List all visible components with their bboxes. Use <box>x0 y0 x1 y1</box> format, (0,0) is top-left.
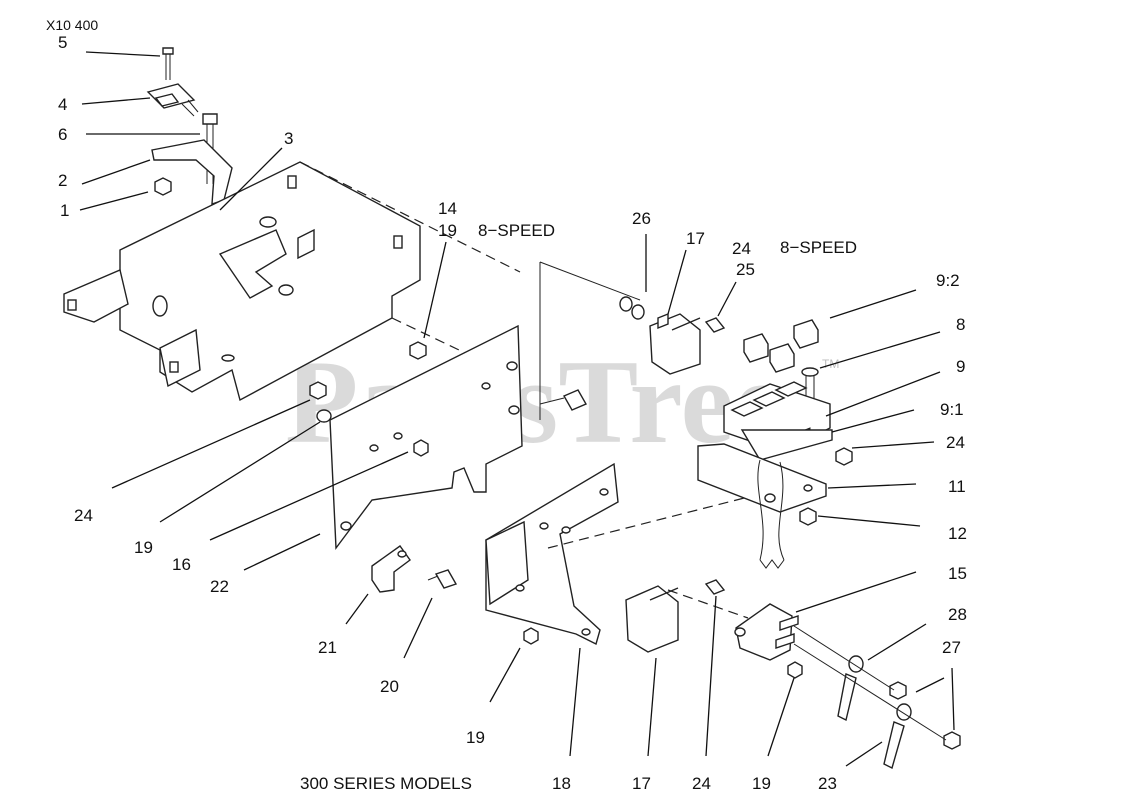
callout-5: 5 <box>58 33 67 52</box>
callout-labels: 5 4 6 3 2 1 14 19 8−SPEED 26 17 24 8−SPE… <box>58 33 967 793</box>
fuse-block <box>697 319 853 569</box>
mounting-bracket <box>309 261 641 550</box>
clamp-and-screw <box>371 545 458 593</box>
callout-20: 20 <box>380 677 399 696</box>
callout-19-top: 19 <box>438 221 457 240</box>
callout-16: 16 <box>172 555 191 574</box>
callout-28: 28 <box>948 605 967 624</box>
note-8-speed-left: 8−SPEED <box>478 221 555 240</box>
callout-1: 1 <box>60 201 69 220</box>
callout-22: 22 <box>210 577 229 596</box>
solenoid-assembly <box>734 603 961 770</box>
callout-19-center: 19 <box>466 728 485 747</box>
frame-plate <box>63 161 521 402</box>
callout-8: 8 <box>956 315 965 334</box>
callout-3: 3 <box>284 129 293 148</box>
lower-relay <box>625 579 749 653</box>
callout-19-left: 19 <box>134 538 153 557</box>
callout-9-2: 9:2 <box>936 271 960 290</box>
callout-19-bottom: 19 <box>752 774 771 793</box>
callout-14: 14 <box>438 199 457 218</box>
callout-24-top: 24 <box>732 239 751 258</box>
watermark-tm: TM <box>822 357 839 371</box>
corner-text: X10 400 <box>46 17 98 33</box>
callout-2: 2 <box>58 171 67 190</box>
callout-11: 11 <box>948 477 966 496</box>
callout-4: 4 <box>58 95 67 114</box>
callout-24-right: 24 <box>946 433 965 452</box>
callout-15: 15 <box>948 564 967 583</box>
callout-27: 27 <box>942 638 961 657</box>
callout-21: 21 <box>318 638 337 657</box>
note-8-speed-right: 8−SPEED <box>780 238 857 257</box>
callout-24-left: 24 <box>74 506 93 525</box>
callout-17-bottom: 17 <box>632 774 651 793</box>
callout-25: 25 <box>736 260 755 279</box>
footer-title: 300 SERIES MODELS <box>300 774 472 793</box>
callout-17-top: 17 <box>686 229 705 248</box>
callout-9: 9 <box>956 357 965 376</box>
callout-24-bottom: 24 <box>692 774 711 793</box>
upper-relay <box>619 296 726 375</box>
callout-6: 6 <box>58 125 67 144</box>
callout-9-1: 9:1 <box>940 400 964 419</box>
leader-lines <box>79 51 955 767</box>
callout-12: 12 <box>948 524 967 543</box>
callout-23: 23 <box>818 774 837 793</box>
callout-26: 26 <box>632 209 651 228</box>
angle-bracket <box>485 462 761 646</box>
callout-18: 18 <box>552 774 571 793</box>
